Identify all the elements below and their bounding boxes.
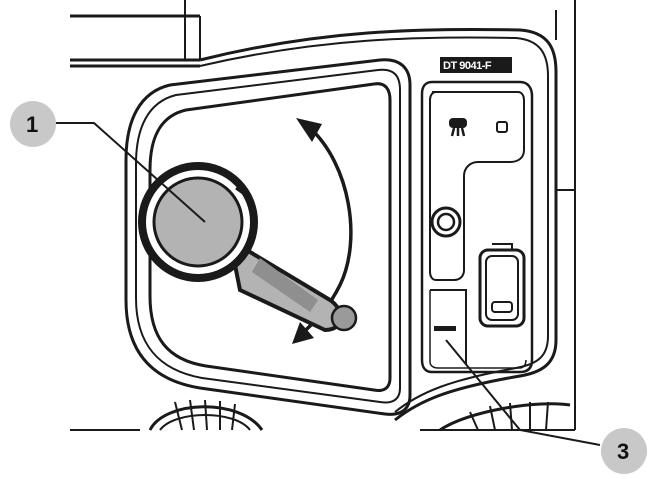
slot-indicator: [434, 326, 456, 331]
door-frame: [124, 58, 412, 416]
arrowhead-top: [296, 118, 322, 142]
bottom-wheels: [70, 399, 575, 432]
lever-handle: [138, 162, 358, 333]
model-tag-text: DT 9041-F: [443, 60, 492, 72]
callout-1-label: 1: [26, 112, 38, 137]
model-tag: DT 9041-F: [440, 57, 512, 73]
arrowhead-bottom: [292, 322, 314, 344]
top-frame: [70, 0, 201, 68]
callout-3: 3: [601, 428, 647, 474]
control-panel: [420, 80, 534, 374]
indicator-icon: [449, 118, 508, 137]
housing-outline: [199, 0, 576, 430]
callout-3-label: 3: [617, 439, 629, 464]
connector-socket: [478, 243, 526, 328]
panel-knob: [430, 206, 462, 238]
callout-1: 1: [10, 101, 56, 147]
callout-leaders: [56, 122, 601, 446]
